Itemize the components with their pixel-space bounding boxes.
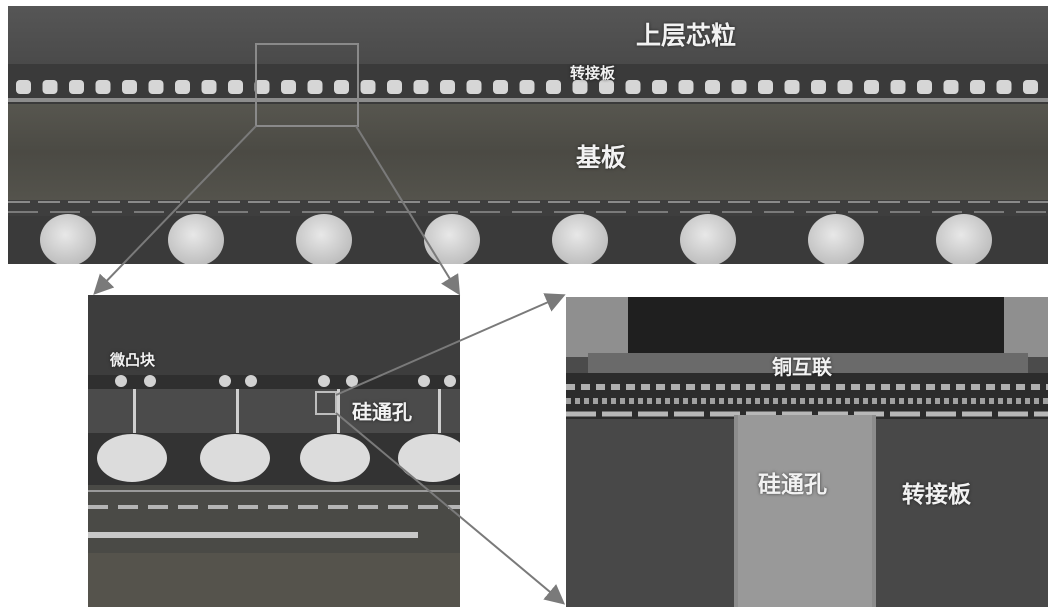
label-copper-interconnect: 铜互联 — [772, 351, 832, 380]
micro-bump — [414, 80, 429, 94]
micro-bump — [811, 80, 826, 94]
solder-ball — [296, 214, 352, 264]
micro-bump — [69, 80, 84, 94]
micro-bump — [228, 80, 243, 94]
substrate-region — [8, 104, 1048, 200]
micro-bump — [944, 80, 959, 94]
bottom-left-zoom-panel: 微凸块 硅通孔 — [88, 295, 460, 607]
label-tsv-left: 硅通孔 — [352, 396, 412, 425]
label-tsv-right: 硅通孔 — [758, 465, 827, 499]
micro-bump — [467, 80, 482, 94]
micro-bump — [361, 80, 376, 94]
micro-bump — [281, 80, 296, 94]
micro-bump — [652, 80, 667, 94]
solder-ball — [936, 214, 992, 264]
micro-bump — [43, 80, 58, 94]
micro-bump — [440, 80, 455, 94]
micro-bump — [96, 80, 111, 94]
micro-bump — [758, 80, 773, 94]
micro-bump — [838, 80, 853, 94]
solder-ball — [424, 214, 480, 264]
micro-bump — [917, 80, 932, 94]
micro-bump — [864, 80, 879, 94]
micro-bump — [785, 80, 800, 94]
micro-bump — [997, 80, 1012, 94]
micro-bump — [679, 80, 694, 94]
bottom-right-zoom-image — [566, 297, 1048, 607]
micro-bump — [546, 80, 561, 94]
top-cross-section-panel: 上层芯粒 转接板 基板 — [8, 6, 1048, 264]
label-interposer-right: 转接板 — [902, 475, 971, 509]
micro-bump — [705, 80, 720, 94]
label-upper-chiplet: 上层芯粒 — [636, 16, 736, 52]
micro-bump — [891, 80, 906, 94]
micro-bump — [122, 80, 137, 94]
micro-bump — [16, 80, 31, 94]
solder-ball — [40, 214, 96, 264]
micro-bump — [626, 80, 641, 94]
upper-chiplet-region — [8, 6, 1048, 64]
bottom-right-zoom-panel: 铜互联 硅通孔 转接板 — [566, 297, 1048, 607]
micro-bump — [520, 80, 535, 94]
label-substrate: 基板 — [576, 138, 626, 174]
micro-bump — [334, 80, 349, 94]
top-cross-section-image — [8, 6, 1048, 264]
bottom-left-zoom-image — [88, 295, 460, 607]
label-micro-bump: 微凸块 — [110, 349, 155, 370]
micro-bump — [149, 80, 164, 94]
micro-bump — [1023, 80, 1038, 94]
label-interposer-top: 转接板 — [570, 62, 615, 83]
solder-ball — [808, 214, 864, 264]
micro-bump — [732, 80, 747, 94]
interposer-layer — [8, 98, 1048, 102]
micro-bump — [493, 80, 508, 94]
solder-ball — [552, 214, 608, 264]
micro-bump — [202, 80, 217, 94]
micro-bump — [175, 80, 190, 94]
solder-ball — [168, 214, 224, 264]
micro-bump — [387, 80, 402, 94]
solder-ball — [680, 214, 736, 264]
micro-bump — [970, 80, 985, 94]
micro-bump — [308, 80, 323, 94]
